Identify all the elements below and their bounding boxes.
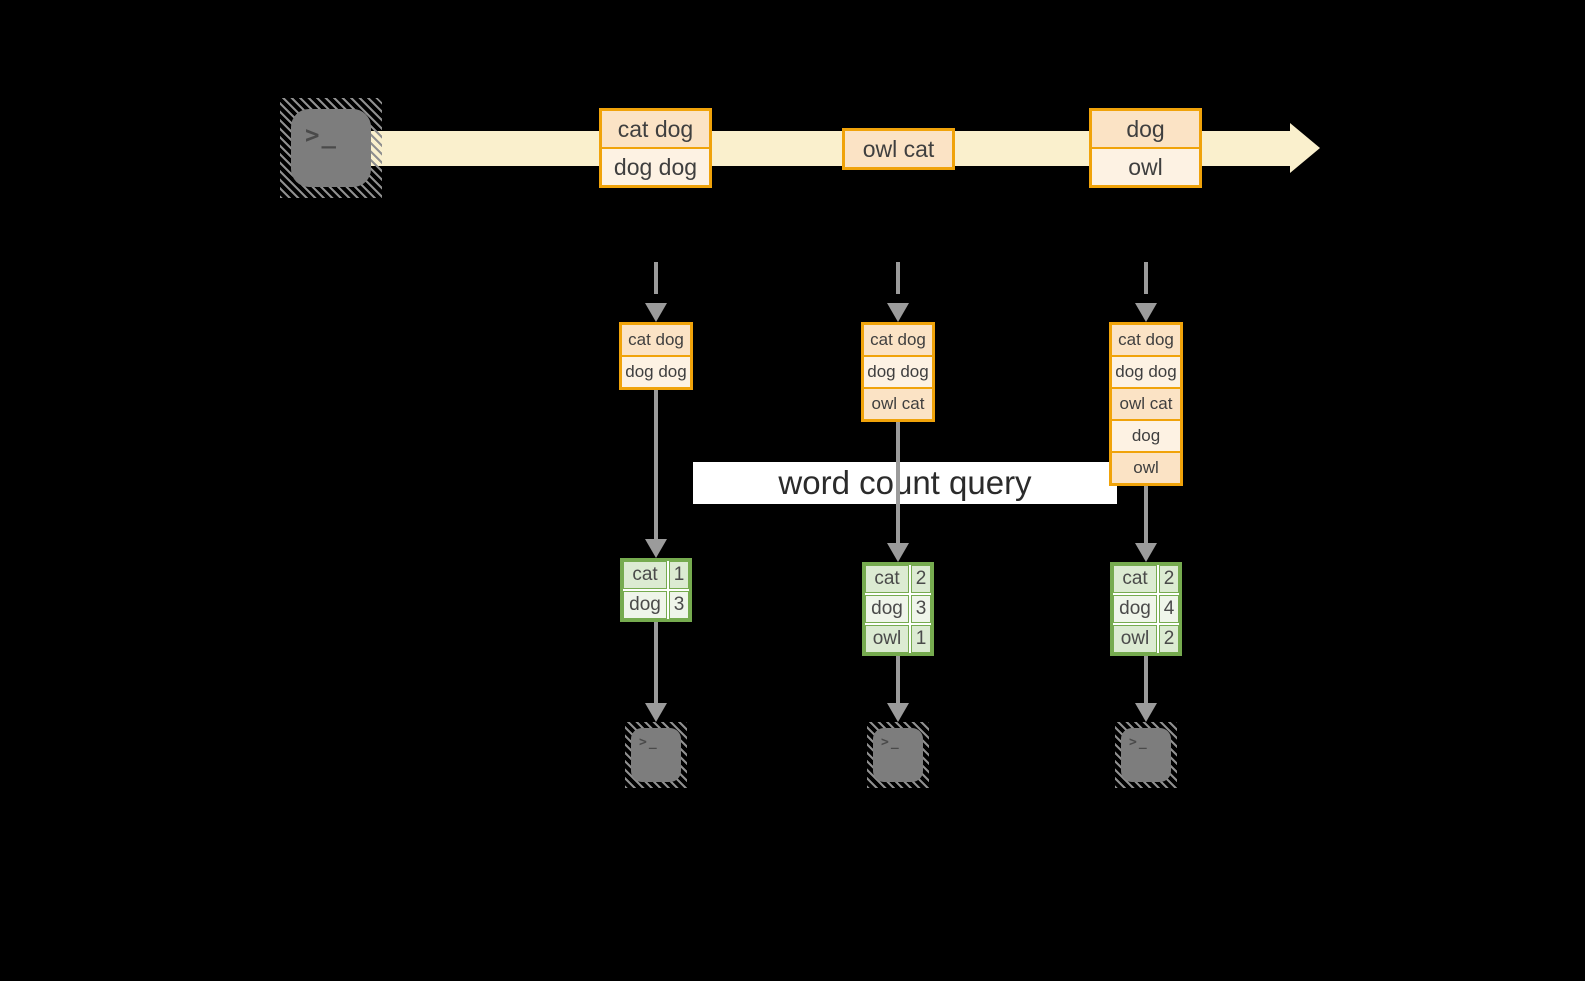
- input-record: dog dog: [864, 357, 932, 387]
- input-record: dog: [1112, 421, 1180, 451]
- dashed-arrow-line: [654, 262, 658, 294]
- word-cell: dog: [865, 595, 909, 623]
- input-record: cat dog: [622, 325, 690, 355]
- stream-record: owl cat: [845, 131, 952, 167]
- input-record: owl: [1112, 453, 1180, 483]
- terminal-screen: >_: [1121, 728, 1171, 782]
- query-label: word count query: [693, 462, 1117, 504]
- terminal-screen: >_: [873, 728, 923, 782]
- dashed-arrow-head-icon: [1135, 303, 1157, 322]
- result-table-1: cat 1 dog 3: [620, 558, 692, 622]
- count-cell: 3: [669, 591, 689, 619]
- input-table-2: cat dog dog dog owl cat: [861, 322, 935, 422]
- dashed-arrow-line: [896, 262, 900, 294]
- output-arrow-head-icon: [887, 703, 909, 722]
- stream-record: cat dog: [602, 111, 709, 147]
- terminal-screen: >_: [291, 109, 371, 187]
- result-table-2: cat 2 dog 3 owl 1: [862, 562, 934, 656]
- query-arrow-line: [896, 422, 900, 543]
- count-cell: 3: [911, 595, 931, 623]
- terminal-prompt-icon: >_: [639, 735, 659, 750]
- output-arrow-line: [654, 622, 658, 703]
- input-table-3: cat dog dog dog owl cat dog owl: [1109, 322, 1183, 486]
- input-record: cat dog: [1112, 325, 1180, 355]
- output-arrow-line: [896, 656, 900, 703]
- count-cell: 4: [1159, 595, 1179, 623]
- sink-terminal-icon: >_: [1115, 722, 1177, 788]
- source-terminal-icon: >_: [280, 98, 382, 198]
- query-arrow-line: [1144, 486, 1148, 543]
- result-table-3: cat 2 dog 4 owl 2: [1110, 562, 1182, 656]
- terminal-screen: >_: [631, 728, 681, 782]
- input-record: cat dog: [864, 325, 932, 355]
- count-cell: 2: [911, 565, 931, 593]
- word-cell: cat: [865, 565, 909, 593]
- stream-batch-3: dog owl: [1089, 108, 1202, 188]
- stream-record: dog dog: [602, 149, 709, 185]
- input-record: owl cat: [1112, 389, 1180, 419]
- input-record: owl cat: [864, 389, 932, 419]
- output-arrow-head-icon: [1135, 703, 1157, 722]
- terminal-prompt-icon: >_: [305, 121, 338, 149]
- output-arrow-head-icon: [645, 703, 667, 722]
- dashed-arrow-head-icon: [645, 303, 667, 322]
- word-cell: cat: [1113, 565, 1157, 593]
- input-record: dog dog: [1112, 357, 1180, 387]
- dashed-arrow-head-icon: [887, 303, 909, 322]
- terminal-prompt-icon: >_: [1129, 735, 1149, 750]
- stream-batch-1: cat dog dog dog: [599, 108, 712, 188]
- terminal-prompt-icon: >_: [881, 735, 901, 750]
- stream-record: dog: [1092, 111, 1199, 147]
- stream-record: owl: [1092, 149, 1199, 185]
- dashed-arrow-line: [1144, 262, 1148, 294]
- stream-arrowhead-icon: [1290, 123, 1320, 173]
- query-arrow-line: [654, 390, 658, 539]
- query-arrow-head-icon: [887, 543, 909, 562]
- output-arrow-line: [1144, 656, 1148, 703]
- word-cell: cat: [623, 561, 667, 589]
- word-cell: dog: [1113, 595, 1157, 623]
- stream-batch-2: owl cat: [842, 128, 955, 170]
- word-cell: owl: [865, 625, 909, 653]
- sink-terminal-icon: >_: [625, 722, 687, 788]
- word-cell: dog: [623, 591, 667, 619]
- input-table-1: cat dog dog dog: [619, 322, 693, 390]
- input-record: dog dog: [622, 357, 690, 387]
- sink-terminal-icon: >_: [867, 722, 929, 788]
- count-cell: 1: [911, 625, 931, 653]
- query-arrow-head-icon: [1135, 543, 1157, 562]
- word-cell: owl: [1113, 625, 1157, 653]
- count-cell: 2: [1159, 565, 1179, 593]
- count-cell: 1: [669, 561, 689, 589]
- query-arrow-head-icon: [645, 539, 667, 558]
- count-cell: 2: [1159, 625, 1179, 653]
